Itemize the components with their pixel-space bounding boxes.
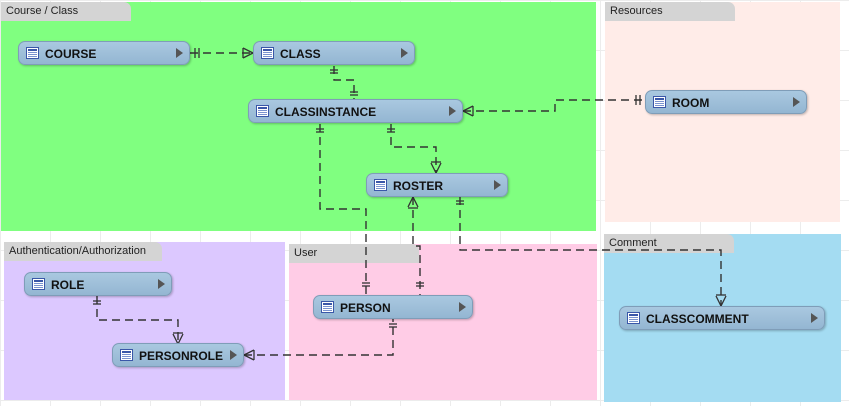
table-icon xyxy=(256,105,269,117)
table-icon xyxy=(32,278,45,290)
region-comment-label: Comment xyxy=(604,234,734,253)
table-icon xyxy=(26,47,39,59)
region-resources-label: Resources xyxy=(605,2,735,21)
entity-room[interactable]: ROOM xyxy=(645,90,807,114)
entity-class[interactable]: CLASS xyxy=(253,41,415,65)
entity-course[interactable]: COURSE xyxy=(18,41,190,65)
entity-role-name: ROLE xyxy=(51,278,85,292)
table-icon xyxy=(321,301,334,313)
entity-roster-name: ROSTER xyxy=(393,179,444,193)
expand-arrow-icon[interactable] xyxy=(401,48,408,58)
entity-classcomment[interactable]: CLASSCOMMENT xyxy=(619,306,825,330)
link-roster-classcomment[interactable] xyxy=(459,197,722,306)
expand-arrow-icon[interactable] xyxy=(176,48,183,58)
entity-personrole[interactable]: PERSONROLE xyxy=(112,343,244,367)
link-classinstance-person[interactable] xyxy=(319,124,367,295)
table-icon xyxy=(261,47,274,59)
entity-classcomment-name: CLASSCOMMENT xyxy=(646,312,749,326)
table-icon xyxy=(374,179,387,191)
expand-arrow-icon[interactable] xyxy=(793,97,800,107)
region-auth-label: Authentication/Authorization xyxy=(4,242,162,261)
entity-classinstance[interactable]: CLASSINSTANCE xyxy=(248,99,463,123)
entity-person-name: PERSON xyxy=(340,301,391,315)
expand-arrow-icon[interactable] xyxy=(811,313,818,323)
expand-arrow-icon[interactable] xyxy=(494,180,501,190)
table-icon xyxy=(627,312,640,324)
expand-arrow-icon[interactable] xyxy=(449,106,456,116)
link-classinstance-room[interactable] xyxy=(463,99,645,112)
link-class-classinstance[interactable] xyxy=(333,66,355,99)
expand-arrow-icon[interactable] xyxy=(158,279,165,289)
entity-room-name: ROOM xyxy=(672,96,710,110)
entity-roster[interactable]: ROSTER xyxy=(366,173,508,197)
entity-person[interactable]: PERSON xyxy=(313,295,473,319)
link-personrole-person[interactable] xyxy=(244,319,394,356)
link-classinstance-roster[interactable] xyxy=(390,124,437,173)
entity-course-name: COURSE xyxy=(45,47,97,61)
entity-personrole-name: PERSONROLE xyxy=(139,349,224,363)
region-course-class-label: Course / Class xyxy=(1,2,131,21)
table-icon xyxy=(653,96,666,108)
expand-arrow-icon[interactable] xyxy=(230,350,237,360)
entity-class-name: CLASS xyxy=(280,47,321,61)
region-authentication-authorization[interactable]: Authentication/Authorization xyxy=(4,242,285,400)
table-icon xyxy=(120,349,133,361)
region-user[interactable]: User xyxy=(289,244,597,400)
entity-classinstance-name: CLASSINSTANCE xyxy=(275,105,377,119)
entity-role[interactable]: ROLE xyxy=(24,272,172,296)
link-role-personrole[interactable] xyxy=(96,296,179,344)
region-user-label: User xyxy=(289,244,419,263)
link-roster-person[interactable] xyxy=(412,197,421,295)
expand-arrow-icon[interactable] xyxy=(459,302,466,312)
